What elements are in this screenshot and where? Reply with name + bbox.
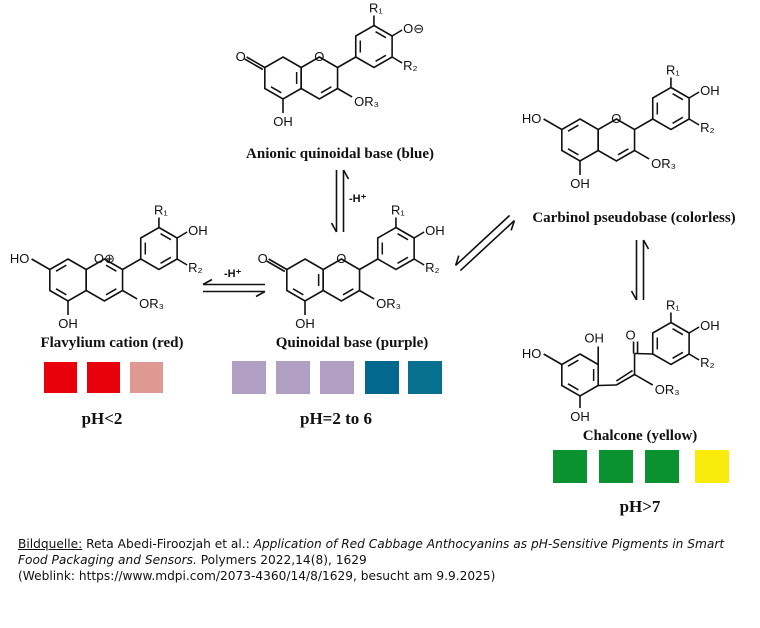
atom-label: R₁ xyxy=(666,298,680,313)
ph-mid-color-swatch xyxy=(365,361,399,394)
ph-mid-color-swatch xyxy=(276,361,310,394)
ph-label-mid: pH=2 to 6 xyxy=(300,409,372,428)
atom-label: O⊕ xyxy=(94,251,115,266)
ph-basic-color-swatch xyxy=(599,450,633,483)
caption-journal: Polymers 2022,14(8), 1629 xyxy=(196,553,367,567)
label-anionic: Anionic quinoidal base (blue) xyxy=(246,146,434,162)
atom-label: OH xyxy=(584,331,604,346)
ph-basic-color-swatch xyxy=(645,450,679,483)
equilibrium-arrows xyxy=(202,169,650,301)
atom-label: HO xyxy=(522,111,542,126)
atom-label: R₁ xyxy=(154,203,168,218)
atom-label: OR₃ xyxy=(651,156,676,171)
atom-label: HO xyxy=(522,346,542,361)
ph-mid-color-swatch xyxy=(320,361,354,394)
atom-label: OH xyxy=(570,409,590,424)
atom-label: OH xyxy=(58,316,78,331)
ph-mid-color-swatch xyxy=(408,361,442,394)
caption-weblink[interactable]: (Weblink: https://www.mdpi.com/2073-4360… xyxy=(18,569,496,583)
atom-label: OH xyxy=(570,176,590,191)
atom-label: OR₃ xyxy=(354,94,379,109)
atom-label: R₁ xyxy=(666,63,680,78)
atom-label: O⊖ xyxy=(403,21,424,36)
ph-acidic-color-swatch xyxy=(130,362,163,393)
arrow-quinoidal-anionic xyxy=(330,169,350,233)
source-label: Bildquelle: xyxy=(18,537,83,551)
atom-label: OH xyxy=(700,318,720,333)
molecule-carbinol: HO O OH OR₃ R₁ OH R₂ xyxy=(522,63,720,192)
atom-label: OH xyxy=(425,223,445,238)
caption-title: Application of Red Cabbage Anthocyanins … xyxy=(18,537,725,567)
label-carbinol: Carbinol pseudobase (colorless) xyxy=(532,210,735,226)
deprotonation-label-horizontal: -H⁺ xyxy=(224,268,242,280)
atom-label: R₁ xyxy=(369,1,383,16)
arrow-carbinol-chalcone xyxy=(630,239,650,301)
arrow-flavylium-quinoidal xyxy=(202,278,266,298)
label-quinoidal: Quinoidal base (purple) xyxy=(276,335,429,351)
ph-mid-color-swatch xyxy=(232,361,266,394)
atom-label: OH xyxy=(273,114,293,129)
image-source-caption: Bildquelle: Reta Abedi-Firoozjah et al.:… xyxy=(18,536,748,584)
atom-label: OH xyxy=(295,316,315,331)
atom-label: O xyxy=(258,251,268,266)
anthocyanin-ph-diagram: O O OH OR₃ R₁ O⊖ R₂ HO O⊕ OH OR₃ R₁ OH R₂ O O OH OR₃ R₁ OH R… xyxy=(10,1,736,517)
ph-label-acidic: pH<2 xyxy=(82,409,123,428)
atom-label: OR₃ xyxy=(139,296,164,311)
atom-label: OR₃ xyxy=(376,296,401,311)
atom-label: OR₃ xyxy=(655,382,680,397)
label-flavylium: Flavylium cation (red) xyxy=(40,335,183,351)
atom-label: O xyxy=(236,49,246,64)
atom-label: R₁ xyxy=(391,203,405,218)
molecule-quinoidal: O O OH OR₃ R₁ OH R₂ xyxy=(258,203,445,332)
atom-label: R₂ xyxy=(700,120,714,135)
ph-acidic-color-swatch xyxy=(87,362,120,393)
atom-label: O xyxy=(314,49,324,64)
ph-acidic-color-swatch xyxy=(44,362,77,393)
atom-label: R₂ xyxy=(403,58,417,73)
atom-label: O xyxy=(336,251,346,266)
atom-label: O xyxy=(625,328,635,343)
ph-basic-color-swatch xyxy=(553,450,587,483)
atom-label: R₂ xyxy=(700,355,714,370)
label-chalcone: Chalcone (yellow) xyxy=(583,428,698,444)
atom-label: R₂ xyxy=(425,260,439,275)
arrow-quinoidal-carbinol xyxy=(454,214,516,272)
atom-label: O xyxy=(611,111,621,126)
atom-label: HO xyxy=(10,251,30,266)
ph-basic-color-swatch xyxy=(695,450,729,483)
atom-label: R₂ xyxy=(188,260,202,275)
atom-label: OH xyxy=(700,83,720,98)
molecule-chalcone: HO OH OH OR₃ O R₁ OH R₂ xyxy=(522,298,720,425)
deprotonation-label-vertical: -H⁺ xyxy=(349,193,367,205)
molecule-flavylium: HO O⊕ OH OR₃ R₁ OH R₂ xyxy=(10,203,208,332)
molecule-anionic: O O OH OR₃ R₁ O⊖ R₂ xyxy=(236,1,425,130)
atom-label: OH xyxy=(188,223,208,238)
caption-authors: Reta Abedi-Firoozjah et al.: xyxy=(82,537,254,551)
ph-label-basic: pH>7 xyxy=(620,497,661,516)
